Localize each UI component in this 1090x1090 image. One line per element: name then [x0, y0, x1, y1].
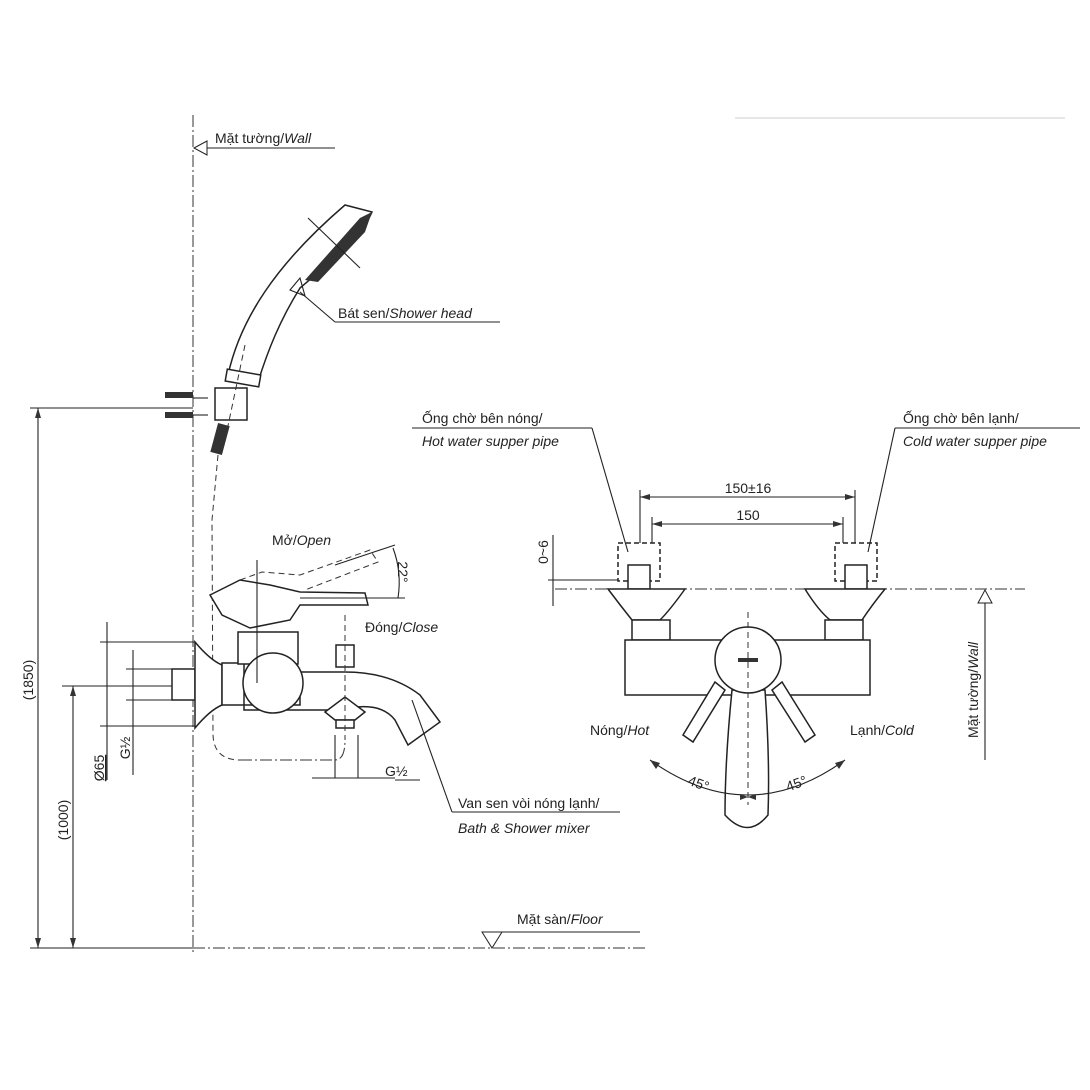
shower-head-leader — [299, 291, 336, 323]
floor-label: Mặt sàn/Floor — [517, 911, 604, 927]
dimension-150-16: 150±16 — [639, 480, 856, 545]
side-wall-label: Mặt tường/Wall — [965, 641, 981, 738]
hot-pipe-label-vi: Ống chờ bên nóng/ — [422, 409, 543, 426]
svg-text:Ø65: Ø65 — [91, 755, 107, 782]
dimension-1000: (1000) — [55, 685, 190, 948]
hot-label: Nóng/Hot — [590, 722, 650, 738]
shower-head-drawing — [165, 204, 374, 761]
open-label: Mở/Open — [272, 532, 331, 548]
dimension-1850: (1850) — [20, 407, 193, 948]
lever-angle-label: 22° — [395, 561, 411, 582]
dimension-150: 150 — [651, 507, 844, 560]
hot-pipe-leader — [591, 427, 629, 553]
cold-pipe-label-en: Cold water supper pipe — [903, 433, 1047, 449]
shower-head-label: Bát sen/Shower head — [338, 305, 473, 321]
svg-text:G½: G½ — [117, 736, 133, 759]
mixer-front-drawing — [606, 542, 887, 829]
mixer-side-drawing — [171, 544, 442, 781]
cold-angle-label: 45° — [784, 772, 809, 794]
mixer-label-en: Bath & Shower mixer — [458, 820, 591, 836]
dimension-inlet: G½ — [117, 650, 172, 775]
hot-angle-label: 45° — [686, 772, 711, 794]
hot-pipe-label-en: Hot water supper pipe — [422, 433, 559, 449]
close-label: Đóng/Close — [365, 619, 438, 635]
wall-label: Mặt tường/Wall — [215, 130, 312, 146]
mixer-leader — [411, 699, 453, 813]
svg-text:(1850): (1850) — [20, 660, 36, 700]
svg-text:150: 150 — [736, 507, 760, 523]
wall-arrow-icon — [192, 140, 208, 156]
cold-label: Lạnh/Cold — [850, 722, 915, 738]
cold-pipe-leader — [867, 427, 896, 553]
svg-text:0~6: 0~6 — [535, 540, 551, 564]
outlet-thread-label: G½ — [385, 763, 408, 779]
side-wall-arrow-icon — [977, 588, 993, 604]
dimension-flange: Ø65 — [91, 622, 195, 781]
cold-pipe-label-vi: Ống chờ bên lạnh/ — [903, 409, 1019, 426]
floor-arrow-icon — [481, 931, 503, 949]
dimension-offset: 0~6 — [535, 535, 620, 606]
svg-text:150±16: 150±16 — [725, 480, 772, 496]
mixer-label-vi: Van sen vòi nóng lạnh/ — [458, 795, 600, 811]
svg-text:(1000): (1000) — [55, 800, 71, 840]
